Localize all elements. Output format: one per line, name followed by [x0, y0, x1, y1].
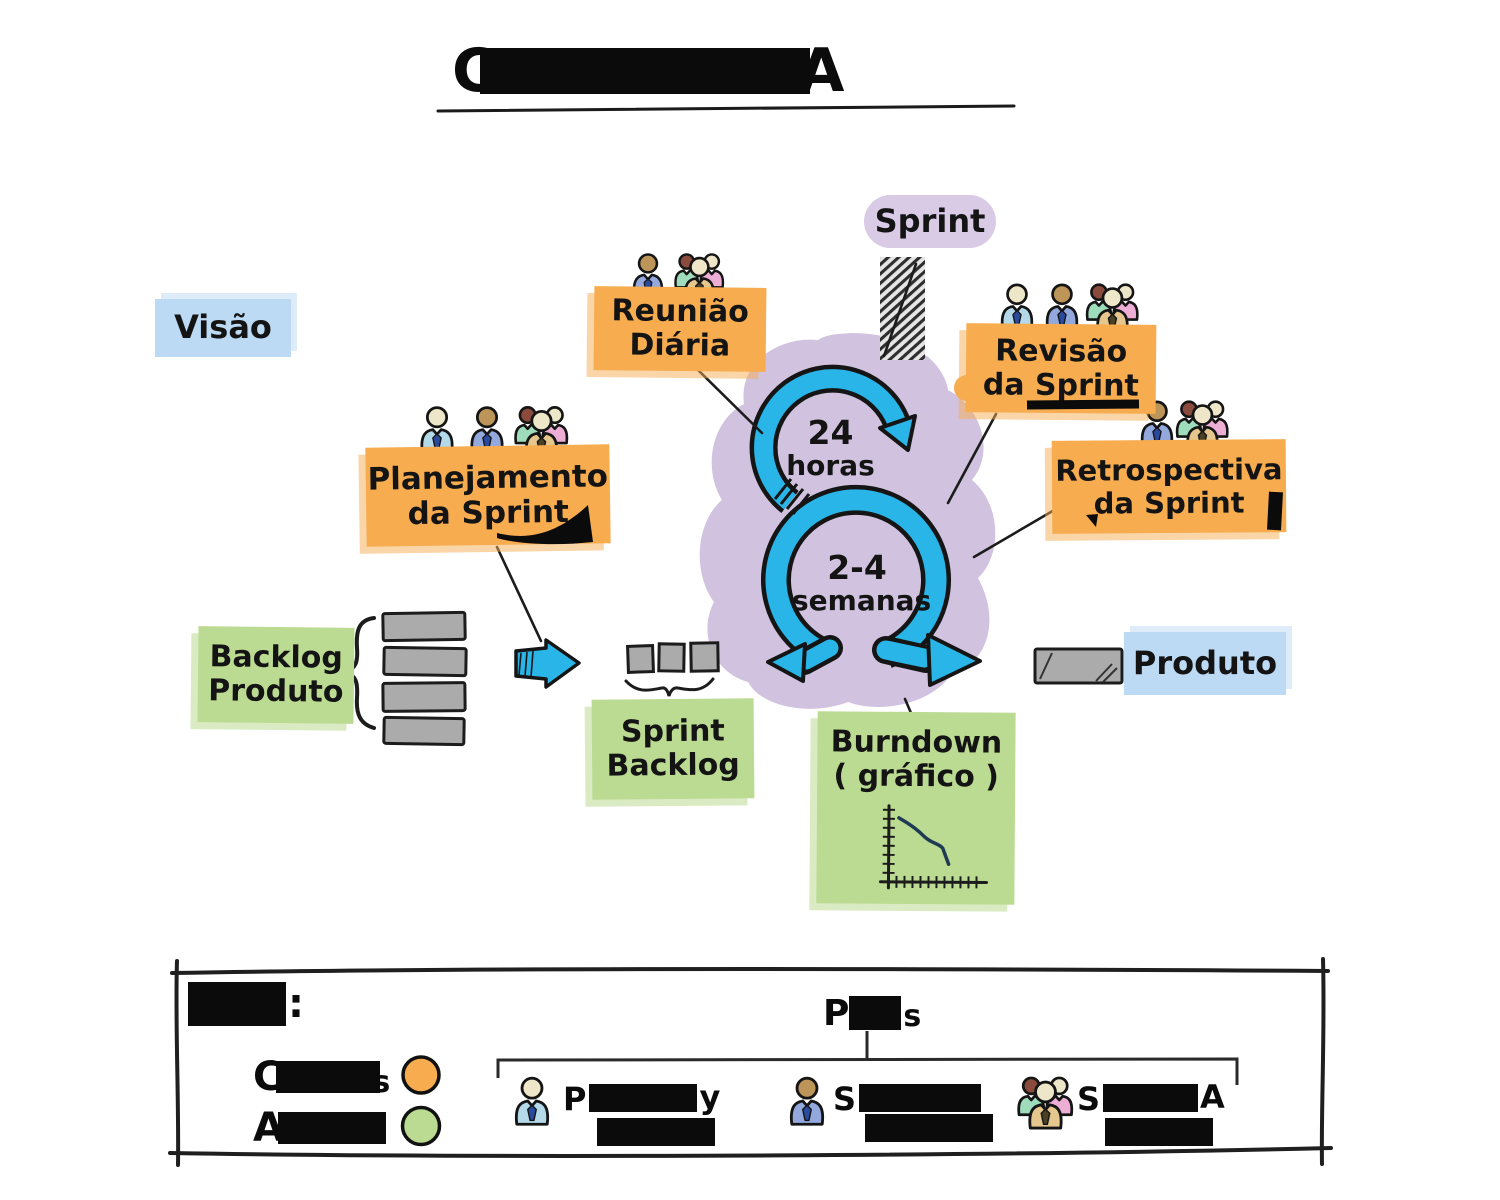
sprint-retrospective-note: Retrospectiva da Sprint: [1051, 439, 1287, 534]
product-backlog-note: Backlog Produto: [197, 626, 355, 724]
vision-label: Visão: [155, 299, 291, 357]
person-blue-icon: [789, 1076, 825, 1126]
burndown-note: Burndown ( gráfico ): [816, 711, 1016, 905]
daily-loop-ring: [749, 364, 917, 515]
legend-item-ceremonies: C s: [253, 1054, 391, 1100]
sprint-backlog-note: Sprint Backlog: [591, 698, 755, 800]
legend-item-artifacts: A: [253, 1105, 388, 1151]
person-blue-icon: [1045, 283, 1079, 330]
line-planning-to-flow: [495, 545, 543, 643]
page-title-redacted: C A: [452, 36, 844, 106]
sprint-backlog-items: [624, 641, 720, 697]
sprint-label: Sprint: [864, 195, 996, 248]
artifact-color-swatch: [400, 1105, 442, 1147]
legend-heading-redacted: :: [188, 981, 304, 1027]
legend-roles-bracket: [496, 1031, 1239, 1085]
under-brace: [624, 677, 715, 697]
ceremony-color-swatch: [401, 1055, 441, 1095]
burndown-mini-chart: [878, 804, 988, 890]
sprint-loop-duration: 2-4 semanas: [792, 548, 932, 618]
title-visible-suffix: A: [798, 36, 845, 106]
daily-loop-arrowhead: [878, 414, 917, 452]
product-increment-bar: [1033, 647, 1124, 685]
flow-arrow-backlog-to-sprint: [514, 638, 581, 689]
legend-role-2-redacted: S: [833, 1080, 994, 1142]
pen-hatch-marks: [773, 478, 811, 515]
title-underline: [436, 104, 1016, 113]
sprint-loop-ring: [761, 484, 982, 687]
legend-box-border: [168, 957, 1333, 1167]
sprint-loop-left-arrowhead: [766, 642, 807, 683]
product-label: Produto: [1124, 632, 1286, 695]
line-review-to-loop: [946, 412, 998, 505]
people-group-icon: [1016, 1076, 1074, 1130]
legend-roles-heading-redacted: P s: [823, 993, 922, 1034]
person-lightblue-icon: [420, 406, 454, 454]
daily-meeting-note: Reunião Diária: [593, 286, 767, 372]
person-lightblue-icon: [1000, 283, 1034, 330]
legend-role-1-redacted: P y: [563, 1078, 720, 1146]
legend-heading-bar: [188, 982, 286, 1026]
line-sprint-to-loop: [882, 262, 918, 358]
sprint-review-note: Revisão da Sprint: [965, 323, 1157, 414]
line-daily-to-loop: [694, 366, 764, 435]
product-backlog-items: [340, 610, 468, 747]
daily-loop-duration: 24 horas: [786, 413, 875, 483]
sprint-planning-note: Planejamento da Sprint: [365, 444, 611, 547]
title-redaction-bar: [480, 48, 811, 94]
line-loop-to-burndown: [903, 697, 913, 715]
sprint-loop-right-arrowhead: [926, 633, 982, 687]
legend-role-3-redacted: S A: [1077, 1078, 1225, 1146]
person-lightblue-icon: [514, 1076, 550, 1126]
